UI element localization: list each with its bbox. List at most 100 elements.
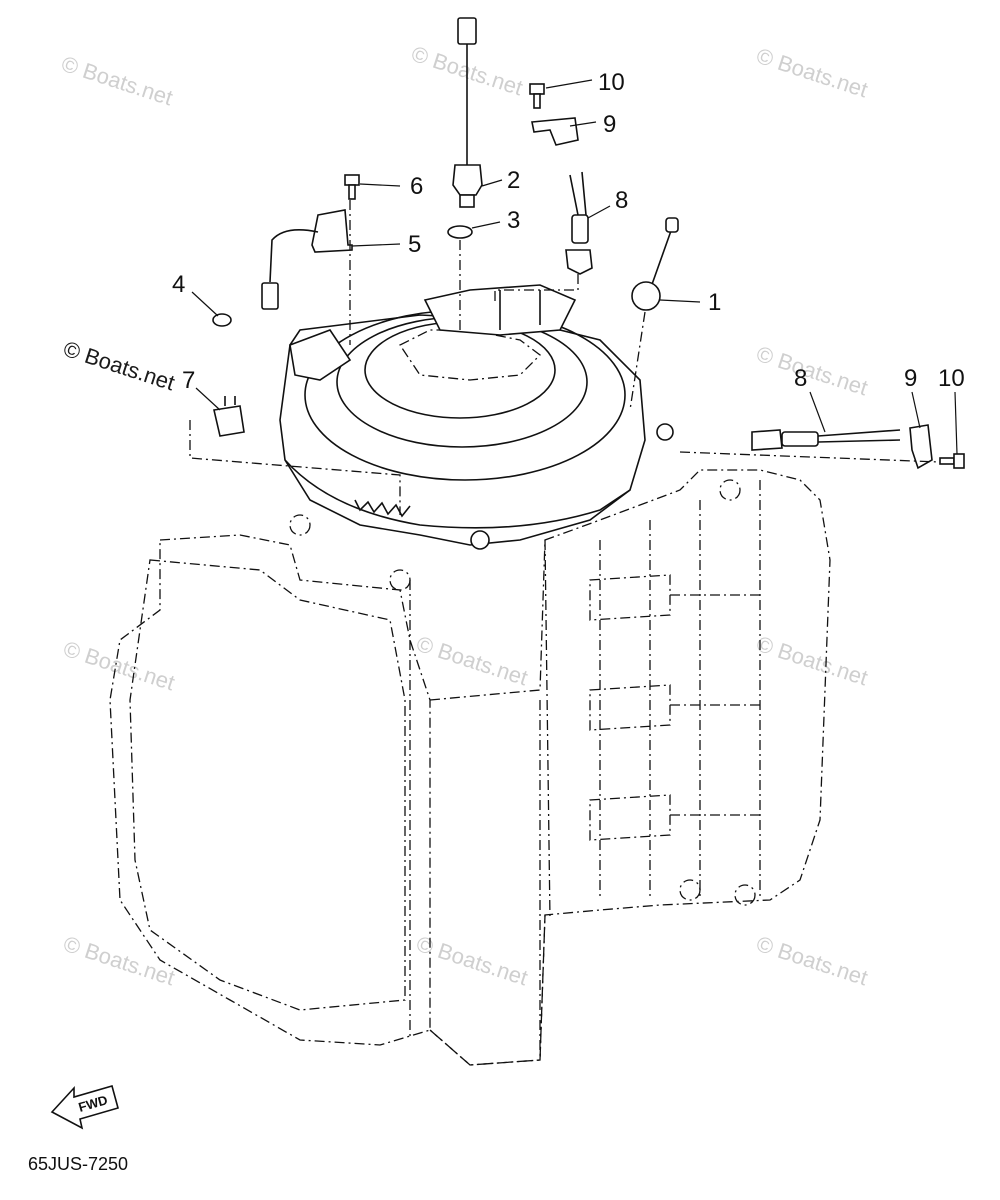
part-8-body [565,249,593,275]
engine-boss [719,479,741,501]
part-5-body [311,209,353,253]
leader-5 [351,243,401,247]
leader-1 [659,299,701,303]
engine-bottom [429,914,546,1066]
callout-4: 4 [172,271,185,298]
part-4-clip [212,313,232,327]
part-8-leads [569,171,587,216]
part-10-head [529,83,545,95]
callout-8-top: 8 [615,187,628,214]
part-10-bolt-right [939,453,965,469]
part-10-right-head [953,453,965,469]
engine-port-lines [670,594,760,816]
part-3-washer [447,225,473,239]
leader-7 [195,387,221,411]
callout-5: 5 [408,231,421,258]
watermark: © Boats.net [413,931,530,990]
engine-front-inner [544,480,761,921]
part-6-head [344,174,360,186]
watermark: © Boats.net [753,43,870,102]
callout-3: 3 [507,207,520,234]
fwd-arrow-outline [50,1085,119,1130]
part-5-connector [261,282,279,310]
leader-9-top [569,121,597,127]
watermark-dark: © Boats.net [60,336,177,395]
bracket-rib [499,290,541,330]
part-8-guide [494,274,579,305]
leader-3 [471,221,501,229]
watermark: © Boats.net [753,631,870,690]
engine-boss [734,884,756,906]
callout-9-right: 9 [904,365,917,392]
leader-lines [191,79,958,455]
leader-8-top [587,205,611,219]
engine-boss [679,879,701,901]
part-1-probe [649,227,673,291]
cover-mount-boss [470,530,490,550]
part-8-sleeve [571,214,589,244]
fwd-arrow: FWD [50,1085,119,1130]
leader-6 [359,183,401,187]
part-1-guide [629,311,646,411]
watermark: © Boats.net [753,931,870,990]
part-2-thread [459,194,475,208]
callout-1: 1 [708,289,721,316]
part-8-switch-top [494,171,593,305]
part-8-right-body [751,429,783,451]
flywheel-magneto-assembly [279,284,674,550]
part-8-right-sleeve [781,431,819,447]
leader-2 [481,179,503,187]
part-7-tabs [224,396,236,406]
cover-left-lobe [289,329,352,381]
part-5-pulser-coil [261,200,353,345]
engine-left-cover [109,534,431,1046]
part-9-bracket-right [909,424,933,470]
right-parts-guide [679,451,941,463]
flywheel-skirt [284,459,631,529]
part-7-bracket [189,396,401,515]
cover-mount-boss [656,423,674,441]
part-10-bolt-top [529,83,545,109]
engine-block [109,469,831,1066]
watermark: © Boats.net [413,631,530,690]
part-2-body [452,164,483,196]
engine-boss [389,569,411,591]
part-8-switch-right [751,429,901,451]
callout-10-top: 10 [598,69,625,96]
engine-port-1 [589,574,671,621]
part-1-body [631,281,661,311]
watermark: © Boats.net [58,51,175,110]
watermark: © Boats.net [753,341,870,400]
part-7-guide [189,420,401,515]
part-2-thermo-sensor [452,17,483,208]
callout-7: 7 [182,367,195,394]
part-2-connector [457,17,477,45]
drawing-code: 65JUS-7250 [28,1154,129,1174]
part-5-wire [269,229,319,283]
leader-9-right [911,391,921,429]
callout-labels: 10 9 2 8 6 3 5 4 1 7 8 9 10 [172,69,965,394]
leader-10-top [545,79,593,89]
part-8-right-leads [817,429,901,443]
callout-9-top: 9 [603,111,616,138]
part-6-shank [348,184,356,200]
part-6-bolt [344,174,360,200]
callout-10-right: 10 [938,365,965,392]
callout-2: 2 [507,167,520,194]
callout-6: 6 [410,173,423,200]
part-10-shank [533,93,541,109]
callout-8-right: 8 [794,365,807,392]
engine-guide-lines [409,580,541,1060]
engine-boss [289,514,311,536]
engine-port-2 [589,684,671,731]
leader-8-right [809,391,826,433]
engine-port-3 [589,794,671,841]
part-1-sensor [629,217,679,411]
leader-10-right [954,391,958,455]
leader-4 [191,291,219,317]
part-7-body [213,405,245,437]
engine-left-cover-inner [129,559,406,1011]
part-10-right-shank [939,457,955,465]
part-9-bracket-top [531,117,579,146]
